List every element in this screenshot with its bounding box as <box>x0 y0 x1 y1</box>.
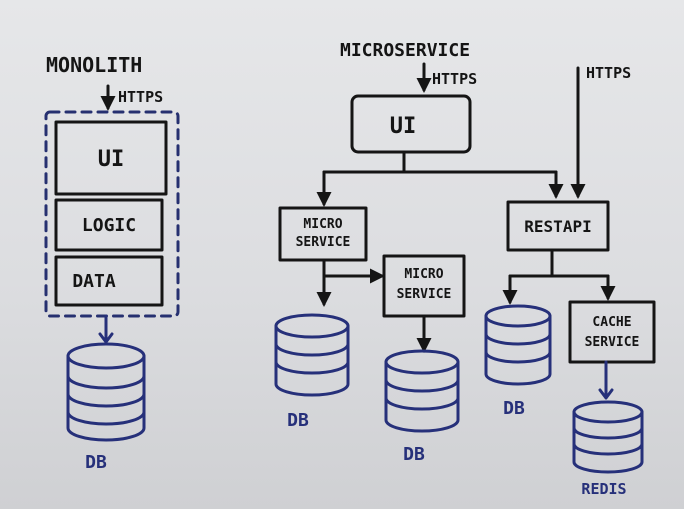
restapi-db-label: DB <box>503 398 525 419</box>
monolith-boundary <box>44 110 180 318</box>
restapi-box <box>506 200 610 252</box>
microservice-a-db-cylinder <box>274 313 350 397</box>
microservice-b-db-label: DB <box>403 444 425 465</box>
microservice-b-label-line2: SERVICE <box>397 287 452 302</box>
restapi-https-label: HTTPS <box>586 64 631 82</box>
monolith-db-label: DB <box>85 452 107 473</box>
microservice-b-label-line1: MICRO <box>404 267 443 282</box>
microservice-title: MICROSERVICE <box>340 40 470 61</box>
cache-service-label-line1: CACHE <box>592 315 631 330</box>
restapi-db-cylinder <box>484 304 552 386</box>
microservice-a-label-line2: SERVICE <box>296 235 351 250</box>
monolith-db-arrowhead <box>98 332 114 344</box>
monolith-ui-layer <box>54 120 168 196</box>
monolith-logic-layer <box>54 198 164 252</box>
restapi-branch-line <box>508 248 610 278</box>
microservice-b-db-cylinder <box>384 349 460 433</box>
redis-label: REDIS <box>581 480 626 498</box>
redis-cylinder <box>572 400 644 474</box>
microservice-https-label: HTTPS <box>432 70 477 88</box>
cache-service-box <box>568 300 656 364</box>
monolith-ui-label: UI <box>98 147 125 172</box>
microservice-a-label-line1: MICRO <box>303 217 342 232</box>
monolith-logic-label: LOGIC <box>82 215 136 236</box>
microservice-ui-box <box>350 94 472 154</box>
monolith-db-cylinder <box>66 342 146 442</box>
microservice-b-box <box>382 254 466 318</box>
cache-service-label-line2: SERVICE <box>585 335 640 350</box>
microservice-a-box <box>278 206 368 262</box>
restapi-label: RESTAPI <box>524 217 591 236</box>
monolith-title: MONOLITH <box>46 53 142 77</box>
monolith-data-label: DATA <box>72 271 116 292</box>
monolith-data-layer <box>54 255 164 307</box>
ui-branch-line <box>322 150 558 174</box>
microservice-a-db-label: DB <box>287 410 309 431</box>
microservice-a-to-b-line <box>322 258 380 278</box>
monolith-https-label: HTTPS <box>118 88 163 106</box>
cache-to-redis-arrowhead <box>598 388 614 400</box>
microservice-ui-label: UI <box>390 114 417 139</box>
